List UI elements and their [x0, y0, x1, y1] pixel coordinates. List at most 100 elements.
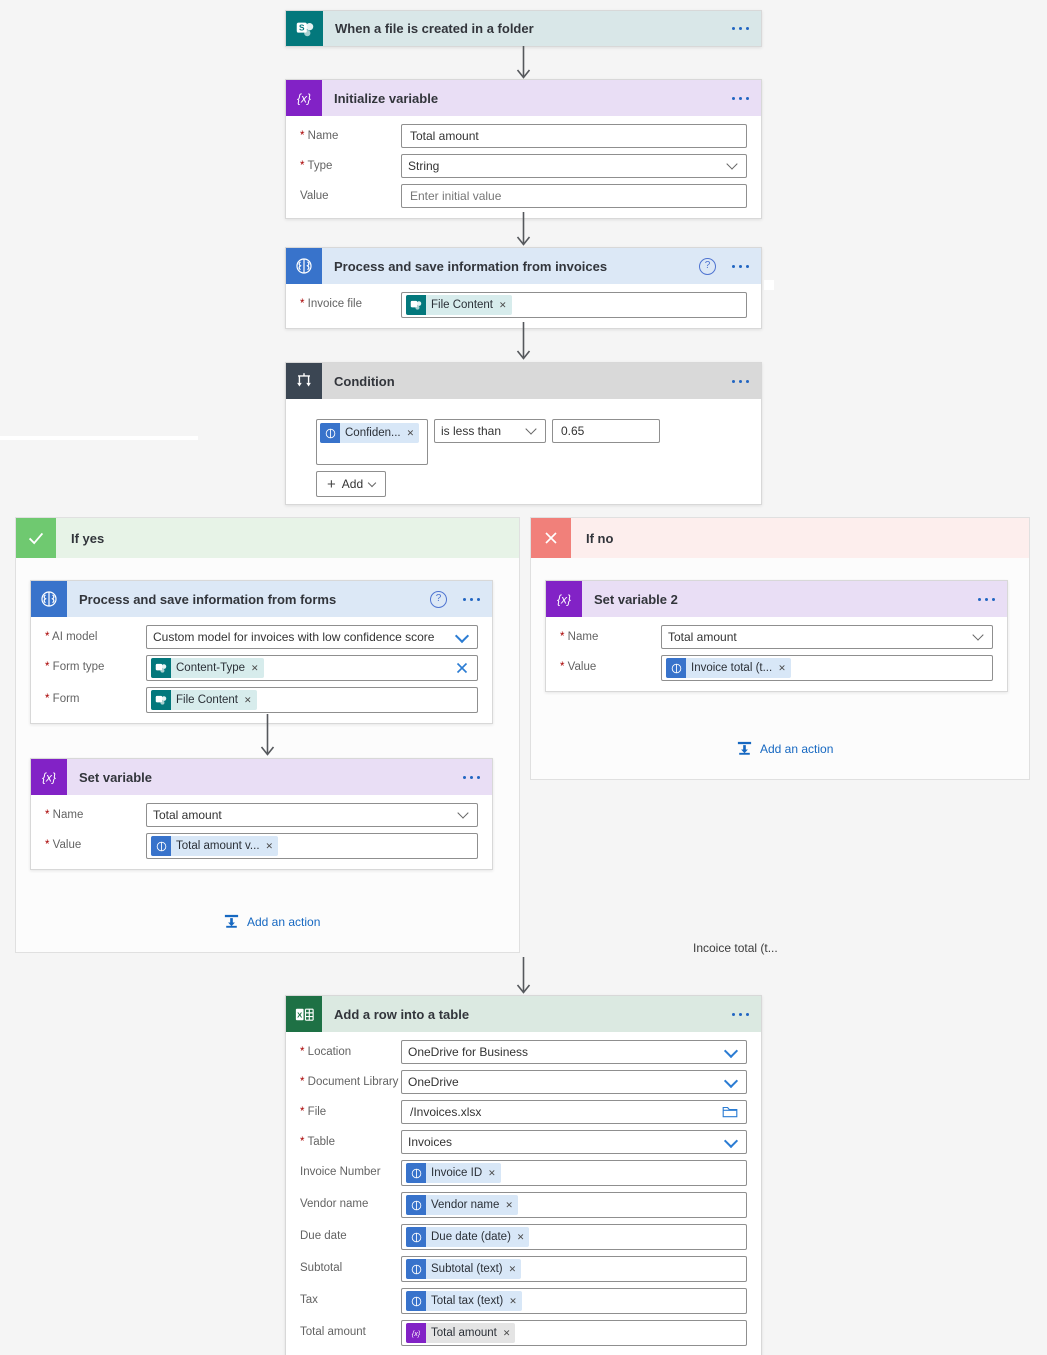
svg-text:{x}: {x}: [297, 92, 311, 106]
initialize-variable-menu-ellipsis-button[interactable]: [732, 96, 749, 100]
folder-picker-icon[interactable]: [722, 1105, 738, 1121]
connector-arrow: [516, 957, 531, 999]
total-amount-value-token[interactable]: Total amount v... ✕: [151, 836, 279, 856]
form-type-input-box[interactable]: Content-Type ✕: [146, 655, 478, 681]
set-variable-2-header[interactable]: {x} Set variable 2: [546, 581, 1007, 617]
invoice-total-token[interactable]: Invoice total (t... ✕: [666, 658, 791, 678]
set-variable-value-input-box[interactable]: Total amount v... ✕: [146, 833, 478, 859]
set-variable-2-name-select[interactable]: Total amount: [661, 625, 993, 649]
vendor-name-input-box[interactable]: Vendor name ✕: [401, 1192, 747, 1218]
set-variable-name-value: Total amount: [153, 808, 222, 822]
condition-add-button[interactable]: + Add: [316, 471, 387, 497]
trigger-menu-ellipsis-button[interactable]: [732, 27, 749, 30]
subtotal-input-box[interactable]: Subtotal (text) ✕: [401, 1256, 747, 1282]
ai-model-select[interactable]: Custom model for invoices with low confi…: [146, 625, 478, 649]
connector-arrow: [516, 212, 531, 251]
set-variable-2-value-input-box[interactable]: Invoice total (t... ✕: [661, 655, 993, 681]
if-yes-header[interactable]: If yes: [16, 518, 519, 558]
remove-token-icon[interactable]: ✕: [244, 694, 252, 705]
vendor-name-token[interactable]: Vendor name ✕: [406, 1195, 518, 1215]
file-content-token[interactable]: File Content ✕: [151, 690, 257, 710]
due-date-input-box[interactable]: Due date (date) ✕: [401, 1224, 747, 1250]
variable-name-input[interactable]: [408, 128, 740, 144]
due-date-token[interactable]: Due date (date) ✕: [406, 1227, 530, 1247]
help-icon[interactable]: ?: [430, 590, 447, 608]
tax-input-box[interactable]: Total tax (text) ✕: [401, 1288, 747, 1314]
document-library-select[interactable]: OneDrive: [401, 1070, 747, 1094]
invoice-number-input-box[interactable]: Invoice ID ✕: [401, 1160, 747, 1186]
invoice-file-label: Invoice file: [300, 292, 401, 310]
remove-token-icon[interactable]: ✕: [265, 840, 274, 851]
remove-token-icon[interactable]: ✕: [516, 1231, 525, 1242]
condition-operand-box[interactable]: Confiden... ✕: [316, 419, 428, 465]
invoice-file-input-box[interactable]: File Content ✕: [401, 292, 747, 318]
condition-menu-ellipsis-button[interactable]: [732, 379, 749, 383]
set-variable-header[interactable]: {x} Set variable: [31, 759, 492, 795]
remove-token-icon[interactable]: ✕: [502, 1327, 511, 1338]
process-forms-menu-ellipsis-button[interactable]: [463, 597, 480, 601]
sharepoint-icon: S: [286, 11, 323, 46]
token-label: File Content: [176, 694, 239, 706]
confidence-token[interactable]: Confiden... ✕: [320, 423, 420, 443]
process-forms-header[interactable]: Process and save information from forms …: [31, 581, 492, 617]
process-invoices-menu-ellipsis-button[interactable]: [732, 264, 749, 268]
sharepoint-icon: [406, 295, 426, 315]
set-variable-name-select[interactable]: Total amount: [146, 803, 478, 827]
set-variable-2-card: {x} Set variable 2 Name Total amount Val…: [545, 580, 1008, 692]
remove-token-icon[interactable]: ✕: [778, 662, 786, 673]
remove-token-icon[interactable]: ✕: [406, 427, 415, 438]
table-select[interactable]: Invoices: [401, 1130, 747, 1154]
process-forms-title: Process and save information from forms: [79, 591, 337, 607]
condition-header[interactable]: Condition: [286, 363, 761, 399]
remove-token-icon[interactable]: ✕: [508, 1263, 517, 1274]
plus-icon: +: [327, 475, 336, 493]
variable-value-input[interactable]: [408, 188, 740, 204]
table-label: Table: [300, 1130, 401, 1148]
process-invoices-card: Process and save information from invoic…: [285, 247, 762, 329]
location-select[interactable]: OneDrive for Business: [401, 1040, 747, 1064]
form-input-box[interactable]: File Content ✕: [146, 687, 478, 713]
total-amount-variable-token[interactable]: {x} Total amount ✕: [406, 1323, 516, 1343]
if-no-header[interactable]: If no: [531, 518, 1029, 558]
variable-icon: {x}: [406, 1323, 426, 1343]
total-amount-label: Total amount: [300, 1326, 366, 1338]
subtotal-token[interactable]: Subtotal (text) ✕: [406, 1259, 522, 1279]
chevron-down-icon: [972, 629, 984, 641]
variable-type-select[interactable]: String: [401, 154, 747, 178]
ai-builder-icon: [666, 658, 686, 678]
content-type-token[interactable]: Content-Type ✕: [151, 658, 264, 678]
ai-builder-icon: [406, 1195, 426, 1215]
if-no-label: If no: [586, 530, 614, 546]
help-icon[interactable]: ?: [699, 257, 716, 275]
set-variable-2-menu-ellipsis-button[interactable]: [978, 597, 995, 601]
trigger-card-header[interactable]: S When a file is created in a folder: [286, 11, 761, 46]
file-path-input[interactable]: [408, 1104, 740, 1120]
remove-token-icon[interactable]: ✕: [509, 1295, 517, 1306]
process-invoices-header[interactable]: Process and save information from invoic…: [286, 248, 761, 284]
set-variable-menu-ellipsis-button[interactable]: [463, 775, 480, 779]
ai-model-label: AI model: [45, 625, 146, 643]
remove-token-icon[interactable]: ✕: [505, 1199, 513, 1210]
location-value: OneDrive for Business: [408, 1045, 529, 1059]
add-row-menu-ellipsis-button[interactable]: [732, 1012, 749, 1016]
remove-token-icon[interactable]: ✕: [251, 662, 259, 673]
remove-token-icon[interactable]: ✕: [488, 1167, 496, 1178]
initialize-variable-header[interactable]: {x} Initialize variable: [286, 80, 761, 116]
ai-builder-icon: [286, 248, 322, 284]
clear-field-icon[interactable]: [456, 662, 468, 677]
file-content-token[interactable]: File Content ✕: [406, 295, 512, 315]
if-yes-add-action-link[interactable]: Add an action: [223, 913, 320, 930]
add-row-header[interactable]: X Add a row into a table: [286, 996, 761, 1032]
condition-value-input[interactable]: [559, 423, 653, 439]
invoice-id-token[interactable]: Invoice ID ✕: [406, 1163, 501, 1183]
variable-icon: {x}: [286, 80, 322, 116]
remove-token-icon[interactable]: ✕: [499, 299, 507, 310]
if-no-add-action-link[interactable]: Add an action: [736, 740, 833, 757]
chevron-down-icon: [723, 1043, 739, 1059]
total-tax-token[interactable]: Total tax (text) ✕: [406, 1291, 522, 1311]
total-amount-input-box[interactable]: {x} Total amount ✕: [401, 1320, 747, 1346]
condition-value-input-box: [552, 419, 660, 443]
condition-operator-select[interactable]: is less than: [434, 419, 546, 443]
token-label: Total tax (text): [431, 1295, 504, 1307]
form-type-label: Form type: [45, 655, 146, 673]
